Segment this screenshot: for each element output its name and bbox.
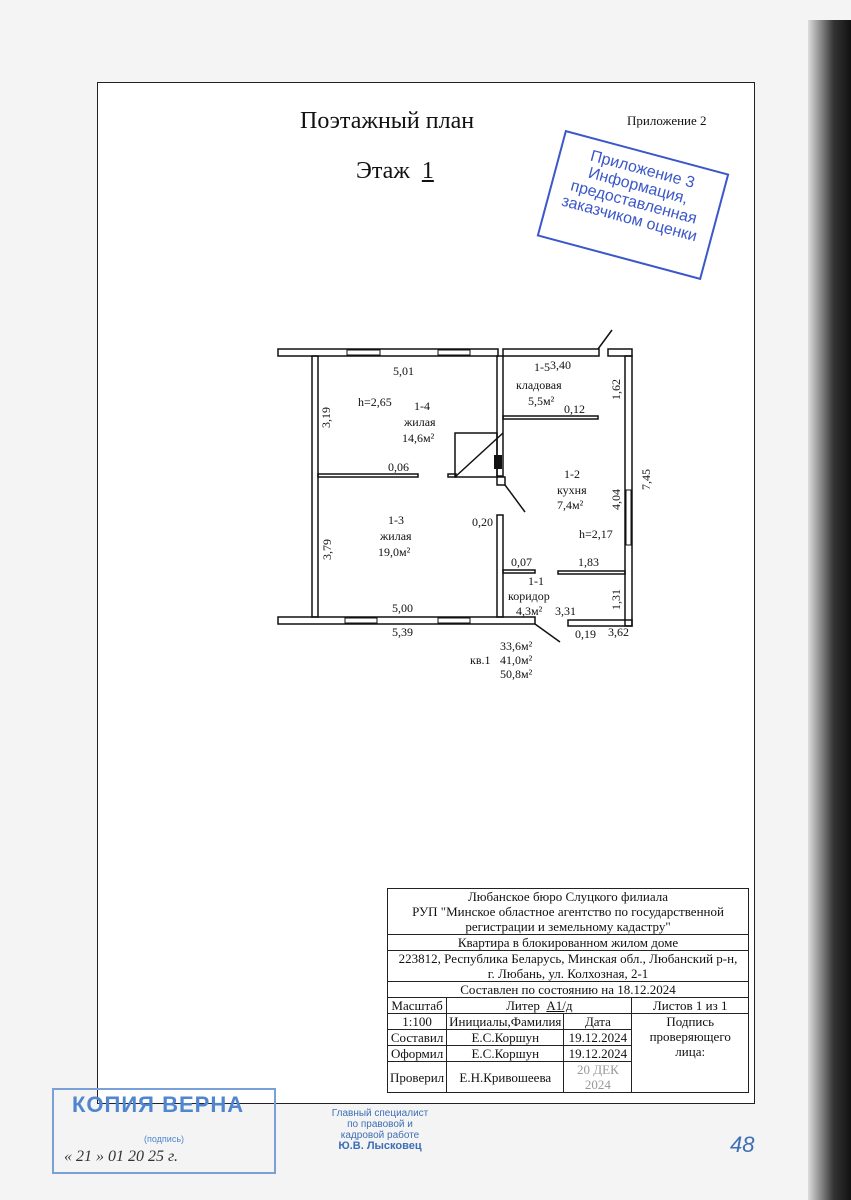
dim-label: 7,45 [639,469,653,490]
role: Составил [386,1029,448,1046]
room-id: 1-5 [534,360,550,374]
dim-label: 1,31 [609,589,623,610]
col-date: Дата [563,1013,633,1030]
dim-label: 5,00 [392,601,413,615]
person: Е.Н.Кривошеева [446,1061,565,1093]
dim-label: 0,20 [472,515,493,529]
room-area: 4,3м² [516,604,543,618]
col-name: Инициалы,Фамилия [446,1013,565,1030]
room-area: 14,6м² [402,431,435,445]
room-area: 7,4м² [557,498,584,512]
scan-edge [808,20,851,1200]
room-name: коридор [508,589,550,603]
floor-number: 1 [421,158,434,184]
dim-label: 3,19 [319,407,333,428]
person: Е.С.Коршун [446,1029,565,1046]
signature-cell: Подпись проверяющего лица: [631,1013,749,1093]
total-area: 41,0м² [500,653,533,667]
dim-label: 5,01 [393,364,414,378]
role: Проверил [386,1061,448,1093]
role: Оформил [386,1045,448,1062]
date: 19.12.2024 [563,1029,633,1046]
room-area: 19,0м² [378,545,411,559]
stove-icon [494,455,502,469]
room-name: жилая [403,415,436,429]
dim-label: 3,62 [608,625,629,639]
total-area: 50,8м² [500,667,533,681]
liter: Литер А1/д [446,997,633,1014]
dim-label: 4,04 [609,489,623,510]
height-label: h=2,17 [579,527,613,541]
object-type: Квартира в блокированном жилом доме [387,934,749,951]
room-name: кладовая [516,378,562,392]
dim-label: 3,40 [550,358,571,372]
scale-label: Масштаб [386,997,448,1014]
date-stamp: 20 ДЕК 2024 [563,1061,633,1093]
stamp-subtitle: (подпись) [144,1134,185,1144]
stamp-date: « 21 » 01 20 25 г. [64,1148,179,1165]
walls [277,329,633,643]
scale-value: 1:100 [386,1013,448,1030]
room-name: кухня [557,483,587,497]
dim-label: 1,62 [609,379,623,400]
floor-label: Этаж [356,158,410,184]
dim-label: 3,31 [555,604,576,618]
specialist-name: Ю.В. Лысковец [338,1140,422,1152]
room-area: 5,5м² [528,394,555,408]
page-title: Поэтажный план [300,108,475,134]
room-id: 1-1 [528,574,544,588]
page-number: 48 [730,1132,755,1157]
room-id: 1-3 [388,513,404,527]
apartment-label: кв.1 [470,653,491,667]
copy-certified-stamp: КОПИЯ ВЕРНА (подпись) « 21 » 01 20 25 г. [52,1088,276,1174]
stamp-title: КОПИЯ ВЕРНА [72,1092,245,1117]
dim-label: 0,12 [564,402,585,416]
dim-label: 0,19 [575,627,596,641]
dim-label: 5,39 [392,625,413,639]
height-label: h=2,65 [358,395,392,409]
windows [344,349,632,624]
floor-heading: Этаж 1 [356,158,434,185]
room-name: жилая [379,529,412,543]
sheets: Листов 1 из 1 [631,997,749,1014]
room-id: 1-4 [414,399,430,413]
appendix-label: Приложение 2 [627,113,707,128]
person: Е.С.Коршун [446,1045,565,1062]
address: 223812, Республика Беларусь, Минская обл… [387,950,749,982]
dim-label: 0,06 [388,460,409,474]
dim-label: 3,79 [320,539,334,560]
room-id: 1-2 [564,467,580,481]
dim-label: 0,07 [511,555,532,569]
dim-label: 1,83 [578,555,599,569]
total-area: 33,6м² [500,639,533,653]
state-date: Составлен по состоянию на 18.12.2024 [387,981,749,998]
date: 19.12.2024 [563,1045,633,1062]
